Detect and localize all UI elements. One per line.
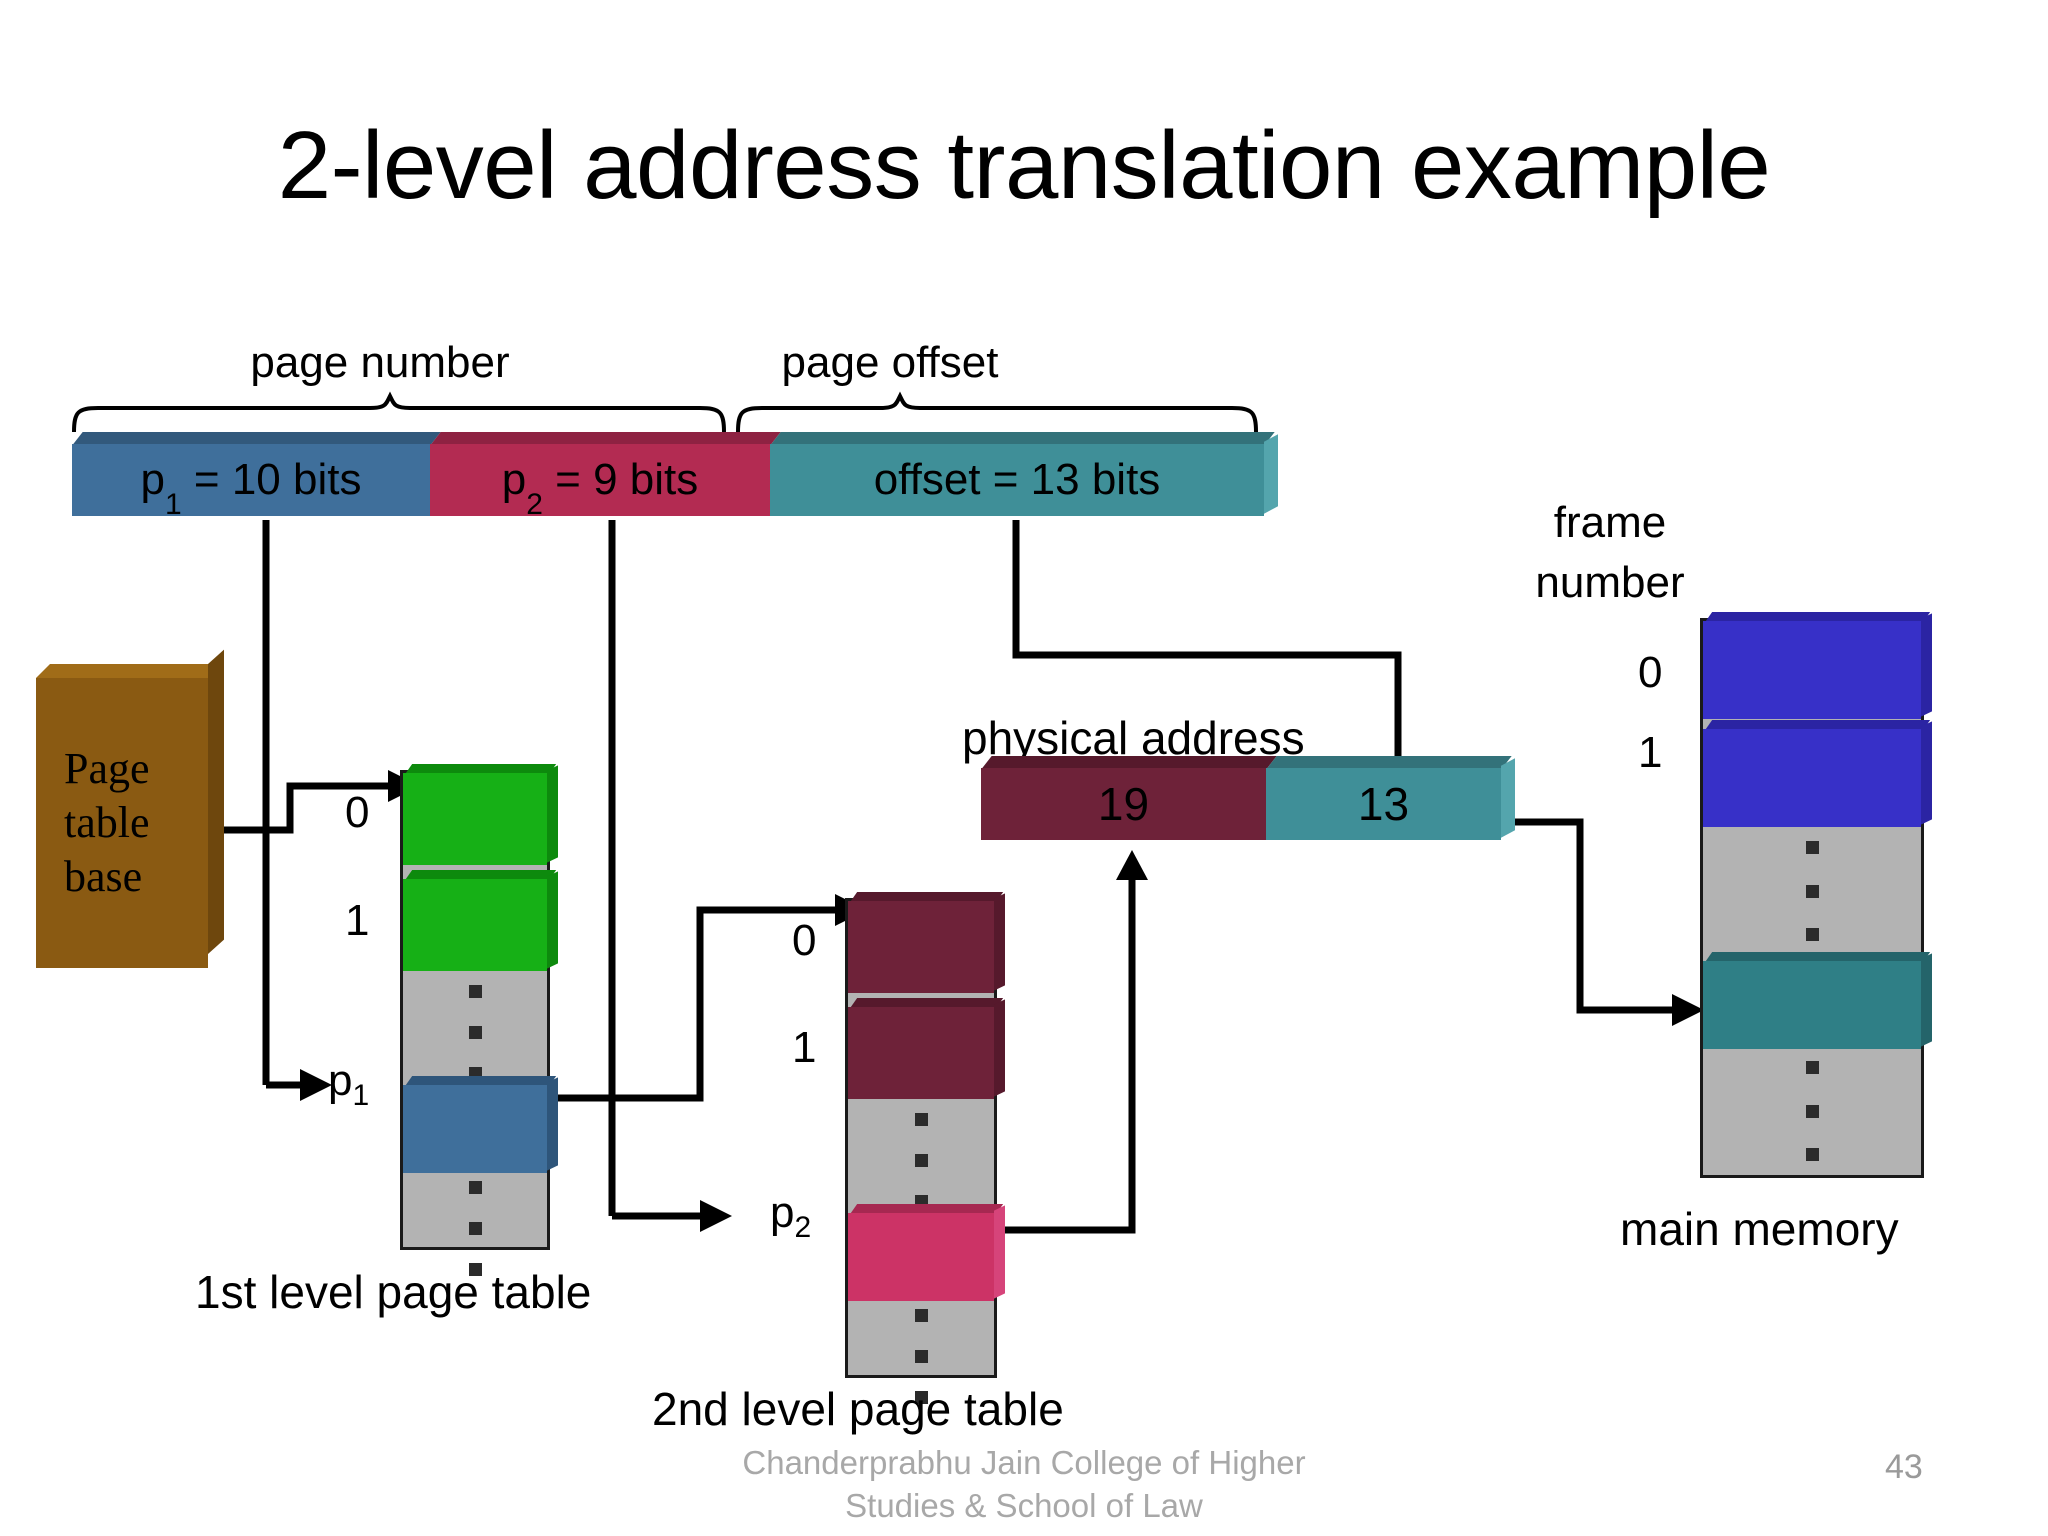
physical-address-offset-value: 13 <box>1357 778 1410 830</box>
page-table-base-line-1: Page <box>64 744 150 794</box>
second-level-cell-1[interactable] <box>848 998 1005 1099</box>
first-level-cell-0[interactable] <box>403 764 558 865</box>
main-memory-column <box>1700 612 1932 1178</box>
physical-address-bar: 19 13 <box>981 756 1515 840</box>
main-memory-row-label-0: 0 <box>1638 648 1663 697</box>
physical-address-offset-field: 13 <box>1266 768 1501 840</box>
second-level-page-table-caption: 2nd level page table <box>652 1383 1064 1435</box>
page-title: 2-level address translation example <box>277 112 1771 219</box>
arrow-p2-to-row <box>700 1200 732 1232</box>
page-number: 43 <box>1885 1448 1923 1486</box>
page-table-base-line-3: base <box>64 851 143 901</box>
page-table-base-line-2: table <box>64 798 150 848</box>
first-level-row-label-p1: p1 <box>328 1056 370 1112</box>
footer-line-2: Studies & School of Law <box>845 1486 1203 1524</box>
page-table-base-box: Page table base <box>36 678 208 968</box>
page-table-base-bevel-right <box>208 649 224 954</box>
first-level-ellipsis-lower <box>403 1181 547 1276</box>
brace-page-offset <box>736 391 1258 433</box>
main-memory-cell-0[interactable] <box>1703 612 1932 719</box>
second-level-row-label-0: 0 <box>792 916 817 965</box>
brace-page-number <box>72 391 726 433</box>
first-level-row-label-0: 0 <box>345 788 370 837</box>
brace-label-page-offset: page offset <box>781 338 999 387</box>
address-segment-offset: offset = 13 bits <box>770 444 1264 516</box>
segment-p2-label: p2 = 9 bits <box>501 455 699 521</box>
footer-line-1: Chanderprabhu Jain College of Higher <box>742 1444 1306 1481</box>
first-level-cell-1[interactable] <box>403 870 558 971</box>
virtual-address-bar: p1 = 10 bits p2 = 9 bits offset = 13 bit… <box>72 432 1278 521</box>
physical-address-frame-field: 19 <box>981 768 1266 840</box>
footer: Chanderprabhu Jain College of Higher Stu… <box>0 1442 2048 1528</box>
first-level-page-table-caption: 1st level page table <box>195 1266 592 1318</box>
p1-bevel-top <box>73 432 441 444</box>
second-level-cell-p2[interactable] <box>848 1204 1005 1301</box>
line-physical-to-memory <box>1501 818 1672 1014</box>
brace-label-page-number: page number <box>250 338 510 387</box>
segment-p1-label: p1 = 10 bits <box>140 455 362 521</box>
first-level-page-table-column <box>400 764 558 1276</box>
physical-frame-bevel-top <box>982 756 1277 768</box>
main-memory-cell-target-frame[interactable] <box>1703 952 1932 1049</box>
second-level-cell-0[interactable] <box>848 892 1005 993</box>
second-level-row-label-1: 1 <box>792 1023 817 1072</box>
physical-offset-bevel-top <box>1267 756 1512 768</box>
physical-address-label: physical address <box>962 712 1305 764</box>
offset-bevel-top <box>771 432 1275 444</box>
main-memory-caption: main memory <box>1620 1203 1899 1255</box>
physical-address-frame-value: 19 <box>1097 778 1150 830</box>
main-memory-row-label-1: 1 <box>1638 728 1663 777</box>
p2-bevel-top <box>431 432 781 444</box>
second-level-page-table-column <box>845 892 1005 1404</box>
main-memory-cell-1[interactable] <box>1703 720 1932 827</box>
segment-offset-label: offset = 13 bits <box>873 455 1161 504</box>
physical-bevel-right <box>1501 758 1515 838</box>
second-level-row-label-p2: p2 <box>770 1188 812 1244</box>
second-level-ellipsis-lower <box>848 1309 994 1404</box>
first-level-row-label-1: 1 <box>345 896 370 945</box>
frame-number-label-line-2: number <box>1535 558 1685 607</box>
first-level-ellipsis-upper <box>403 985 547 1080</box>
address-segment-p1: p1 = 10 bits <box>72 444 430 521</box>
second-level-ellipsis-upper <box>848 1113 994 1208</box>
offset-bevel-right <box>1264 434 1278 514</box>
address-segment-p2: p2 = 9 bits <box>430 444 770 521</box>
frame-number-label-line-1: frame <box>1553 498 1667 547</box>
arrow-level2-to-physical <box>1116 850 1148 880</box>
main-memory-ellipsis-lower <box>1703 1061 1921 1161</box>
page-table-base-bevel-top <box>36 664 222 678</box>
line-level2-to-physical <box>1000 880 1136 1234</box>
first-level-cell-p1[interactable] <box>403 1076 558 1173</box>
main-memory-ellipsis-upper <box>1703 841 1921 941</box>
